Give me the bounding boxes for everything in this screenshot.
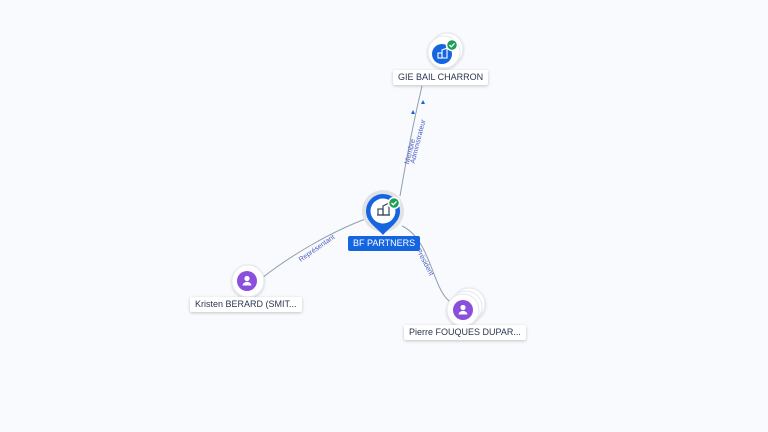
edge-arrow-marker [421,100,425,104]
center-node[interactable] [362,190,404,235]
person-left-label[interactable]: Kristen BERARD (SMIT... [190,297,302,312]
edge-label-president: Président [414,248,434,277]
person-left-node[interactable] [231,264,265,298]
edge-label-representant: Représentant [298,234,336,264]
person-icon [242,275,252,286]
edge-center-to-left-person[interactable] [261,217,369,279]
edge-center-to-right-person[interactable] [401,225,453,304]
verified-check-icon [387,196,401,210]
edge-center-to-company[interactable] [399,85,423,197]
company-node[interactable] [427,32,464,69]
edges [261,85,453,304]
edge-arrow-marker [411,110,415,114]
person-icon [458,304,468,315]
verified-check-icon [445,38,459,52]
person-right-node[interactable] [446,287,486,327]
company-node-label[interactable]: GIE BAIL CHARRON [393,70,489,85]
person-right-label[interactable]: Pierre FOUQUES DUPAR... [404,325,526,340]
center-node-label[interactable]: BF PARTNERS [348,236,421,251]
